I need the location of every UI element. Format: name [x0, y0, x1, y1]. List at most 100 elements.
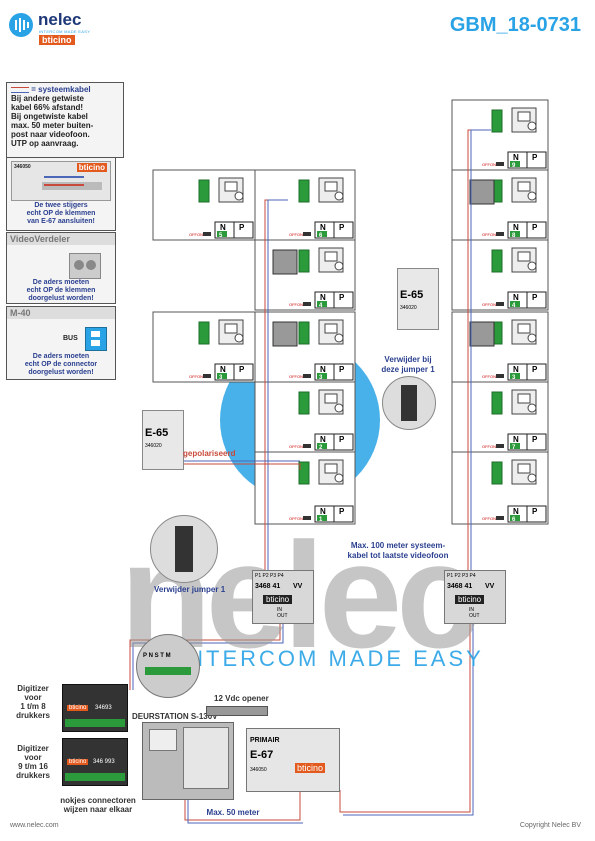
switch-toggle [203, 232, 211, 236]
digitizer-code: 346 993 [93, 759, 115, 765]
distributor-vv: VV [485, 583, 495, 590]
max100-label-1: Max. 100 meter systeem- [350, 541, 446, 550]
bticino-logo: bticino [455, 595, 485, 604]
e65-module-right: E-65 346020 [397, 268, 439, 330]
brand-tagline: INTERCOM MADE EASY [39, 29, 91, 34]
videophone-button [334, 473, 344, 483]
videoverdeler-note-line: De aders moeten [32, 279, 90, 286]
deurstation [142, 722, 234, 800]
digitizer-2-line: voor [24, 753, 42, 762]
connector-pin-label: M [165, 653, 171, 659]
videophone-button [527, 403, 537, 413]
m40-note-line: echt OP de connector [24, 361, 98, 368]
bticino-logo: bticino [39, 35, 75, 45]
terminal-block [198, 179, 210, 203]
videophone-button [234, 333, 244, 343]
np-label-n: N [220, 365, 226, 374]
digitizer-1-line: voor [24, 693, 42, 702]
e65-code: 346020 [400, 305, 417, 311]
switch-on-label: ON [490, 516, 496, 521]
connector-callout: P N S T M [136, 634, 200, 698]
switch-on-label: ON [297, 302, 303, 307]
switch-on-label: ON [490, 232, 496, 237]
np-label-p: P [532, 507, 538, 516]
np-label-n: N [513, 507, 519, 516]
brand-name: nelec [38, 10, 82, 29]
videophone-screen [517, 463, 531, 474]
np-number-bg [510, 515, 520, 521]
m40-connector-image [85, 327, 107, 351]
np-number: 5 [219, 233, 223, 239]
videophone-screen [324, 251, 338, 262]
videophone-button [527, 473, 537, 483]
deurstation-label: DEURSTATION S-130V [132, 712, 218, 721]
videophone-screen [224, 323, 238, 334]
np-number-bg [317, 231, 327, 237]
e65-label: E-65 [400, 289, 424, 301]
digitizer-code: 34693 [95, 705, 112, 711]
e67-module: PRIMAIR E-67 bticino 346050 [246, 728, 340, 792]
distributor-ports: P1 P2 P3 P4 [447, 573, 476, 579]
np-label-n: N [320, 507, 326, 516]
switch-on-label: ON [297, 516, 303, 521]
digitizer-2-line: Digitizer [17, 744, 49, 753]
primair-label: PRIMAIR [250, 737, 280, 744]
cable-note-line: Bij ongetwiste kabel [11, 112, 88, 121]
digitizer-1-label: Digitizer voor 1 t/m 8 drukkers [6, 684, 60, 720]
switch-on-label: ON [490, 374, 496, 379]
np-number-bg [317, 373, 327, 379]
e67-note-line: van E-67 aansluiten! [27, 218, 95, 225]
switch-off-label: OFF [482, 232, 491, 237]
system-cable [129, 622, 281, 690]
switch-off-label: OFF [189, 374, 198, 379]
videophone-screen [517, 393, 531, 404]
digitizer-2: bticino 346 993 [62, 738, 128, 786]
e67-label: E-67 [250, 749, 274, 761]
videophone-button [334, 333, 344, 343]
cable-note-line: UTP op aanvraag. [11, 139, 79, 148]
switch-on-label: ON [297, 444, 303, 449]
switch-off-label: OFF [289, 374, 298, 379]
videophone-button [334, 403, 344, 413]
e67-note-line: De twee stijgers [34, 202, 88, 209]
videophone-screen [324, 463, 338, 474]
gepolariseerd-label: gepolariseerd [183, 449, 236, 458]
np-label-p: P [532, 293, 538, 302]
terminal-block [198, 321, 210, 345]
terminal-block [491, 391, 503, 415]
footer-copyright: Copyright Nelec BV [519, 822, 581, 829]
np-label-p: P [339, 365, 345, 374]
distributor-ports: P1 P2 P3 P4 [255, 573, 284, 579]
np-number-bg [217, 373, 227, 379]
digitizer-2-label: Digitizer voor 9 t/m 16 drukkers [6, 744, 60, 780]
np-number-bg [317, 301, 327, 307]
terminal-block [298, 391, 310, 415]
switch-toggle [303, 232, 311, 236]
system-cable [183, 463, 301, 470]
system-cable [470, 129, 491, 600]
videophone-button [527, 191, 537, 201]
m40-note: M-40 BUS De aders moeten echt OP de conn… [6, 306, 116, 380]
bticino-logo: bticino [76, 163, 107, 172]
cable-note-line: Bij andere getwiste [11, 94, 84, 103]
cable-note-line: post naar videofoon. [11, 130, 90, 139]
cable-note-title-text: = systeemkabel [31, 85, 91, 94]
distributor-code: 3468 41 [447, 583, 473, 590]
np-label-p: P [339, 293, 345, 302]
videophone-screen [224, 181, 238, 192]
digitizer-2-line: drukkers [16, 771, 50, 780]
terminal-block [491, 249, 503, 273]
nelec-logo-icon [9, 13, 33, 37]
np-number-bg [510, 443, 520, 449]
np-number: 3 [512, 375, 516, 381]
switch-toggle [496, 516, 504, 520]
digitizer-2-line: 9 t/m 16 [18, 762, 48, 771]
